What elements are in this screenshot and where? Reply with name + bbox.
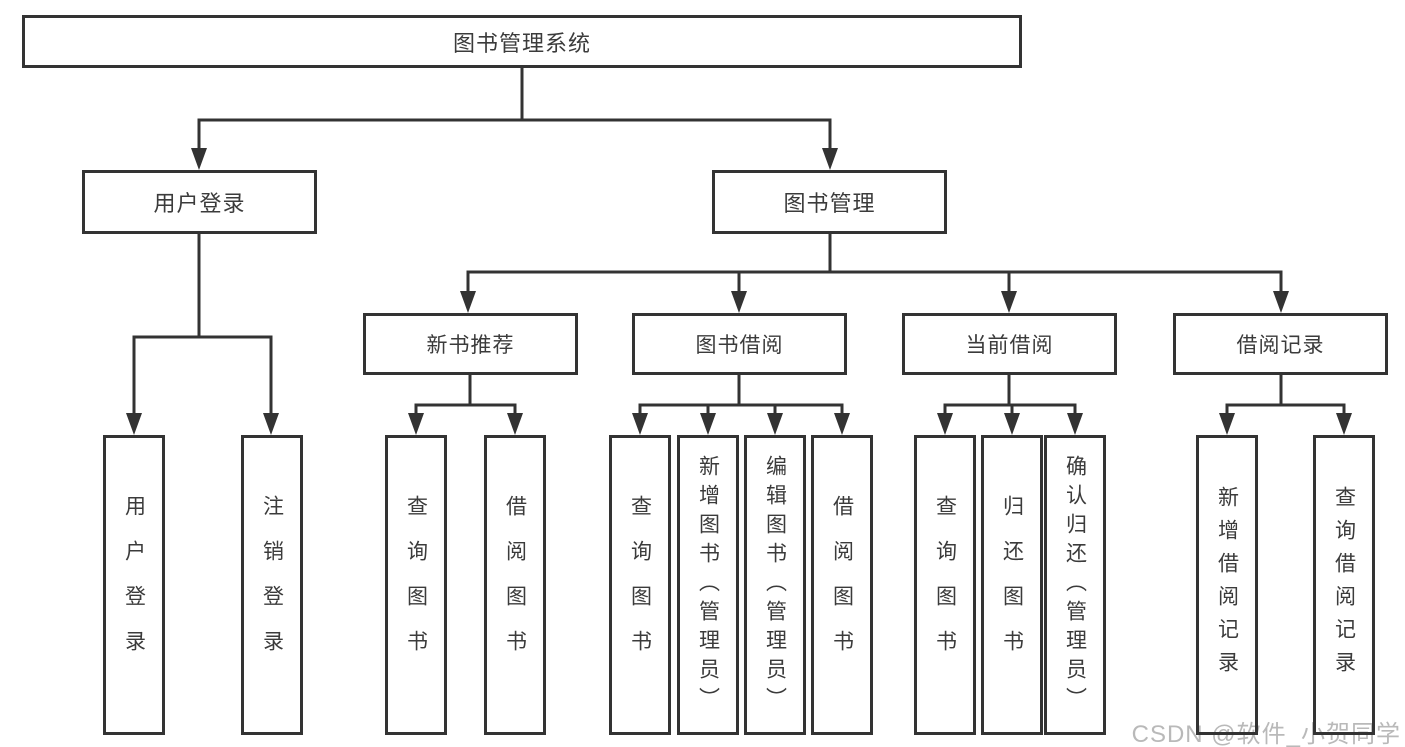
leaf-logout-label: 注销登录 <box>260 495 284 675</box>
leaf-add-borrow-record-label: 新增借阅记录 <box>1215 486 1239 684</box>
node-book-management-label: 图书管理 <box>783 191 876 216</box>
arrowheads <box>126 148 1352 435</box>
leaf-add-books-admin: 新增图书（管理员） <box>677 435 739 735</box>
leaf-query-borrow-record: 查询借阅记录 <box>1313 435 1375 735</box>
node-new-book-recommend-label: 新书推荐 <box>426 334 515 357</box>
node-library-system-label: 图书管理系统 <box>452 30 591 56</box>
leaf-recommend-query-books: 查询图书 <box>385 435 447 735</box>
leaf-recommend-borrow-books-label: 借阅图书 <box>503 495 527 675</box>
leaf-borrow-query-books: 查询图书 <box>609 435 671 735</box>
leaf-borrow-books-label: 借阅图书 <box>830 495 854 675</box>
node-user-login: 用户登录 <box>82 170 317 234</box>
leaf-return-books-label: 归还图书 <box>1000 495 1024 675</box>
leaf-add-books-admin-label: 新增图书（管理员） <box>696 454 720 716</box>
node-book-borrowing: 图书借阅 <box>632 313 847 375</box>
node-new-book-recommend: 新书推荐 <box>363 313 578 375</box>
node-borrowing-records-label: 借阅记录 <box>1236 334 1325 357</box>
csdn-watermark: CSDN @软件_小贺同学 <box>1131 721 1401 747</box>
leaf-borrow-books: 借阅图书 <box>811 435 873 735</box>
leaf-edit-books-admin-label: 编辑图书（管理员） <box>763 454 787 716</box>
leaf-user-login-label: 用户登录 <box>122 495 146 675</box>
leaf-borrow-query-books-label: 查询图书 <box>628 495 652 675</box>
leaf-confirm-return-admin: 确认归还（管理员） <box>1044 435 1106 735</box>
node-library-system: 图书管理系统 <box>22 15 1022 68</box>
node-book-borrowing-label: 图书借阅 <box>695 334 784 357</box>
leaf-recommend-borrow-books: 借阅图书 <box>484 435 546 735</box>
leaf-query-borrow-record-label: 查询借阅记录 <box>1332 486 1356 684</box>
leaf-confirm-return-admin-label: 确认归还（管理员） <box>1063 454 1087 716</box>
node-current-borrowing: 当前借阅 <box>902 313 1117 375</box>
leaf-recommend-query-books-label: 查询图书 <box>404 495 428 675</box>
node-current-borrowing-label: 当前借阅 <box>965 334 1054 357</box>
node-book-management: 图书管理 <box>712 170 947 234</box>
leaf-current-query-books-label: 查询图书 <box>933 495 957 675</box>
leaf-add-borrow-record: 新增借阅记录 <box>1196 435 1258 735</box>
leaf-user-login: 用户登录 <box>103 435 165 735</box>
leaf-logout: 注销登录 <box>241 435 303 735</box>
node-borrowing-records: 借阅记录 <box>1173 313 1388 375</box>
leaf-edit-books-admin: 编辑图书（管理员） <box>744 435 806 735</box>
node-user-login-label: 用户登录 <box>153 191 246 216</box>
leaf-return-books: 归还图书 <box>981 435 1043 735</box>
leaf-current-query-books: 查询图书 <box>914 435 976 735</box>
tree-edges <box>132 66 1346 419</box>
